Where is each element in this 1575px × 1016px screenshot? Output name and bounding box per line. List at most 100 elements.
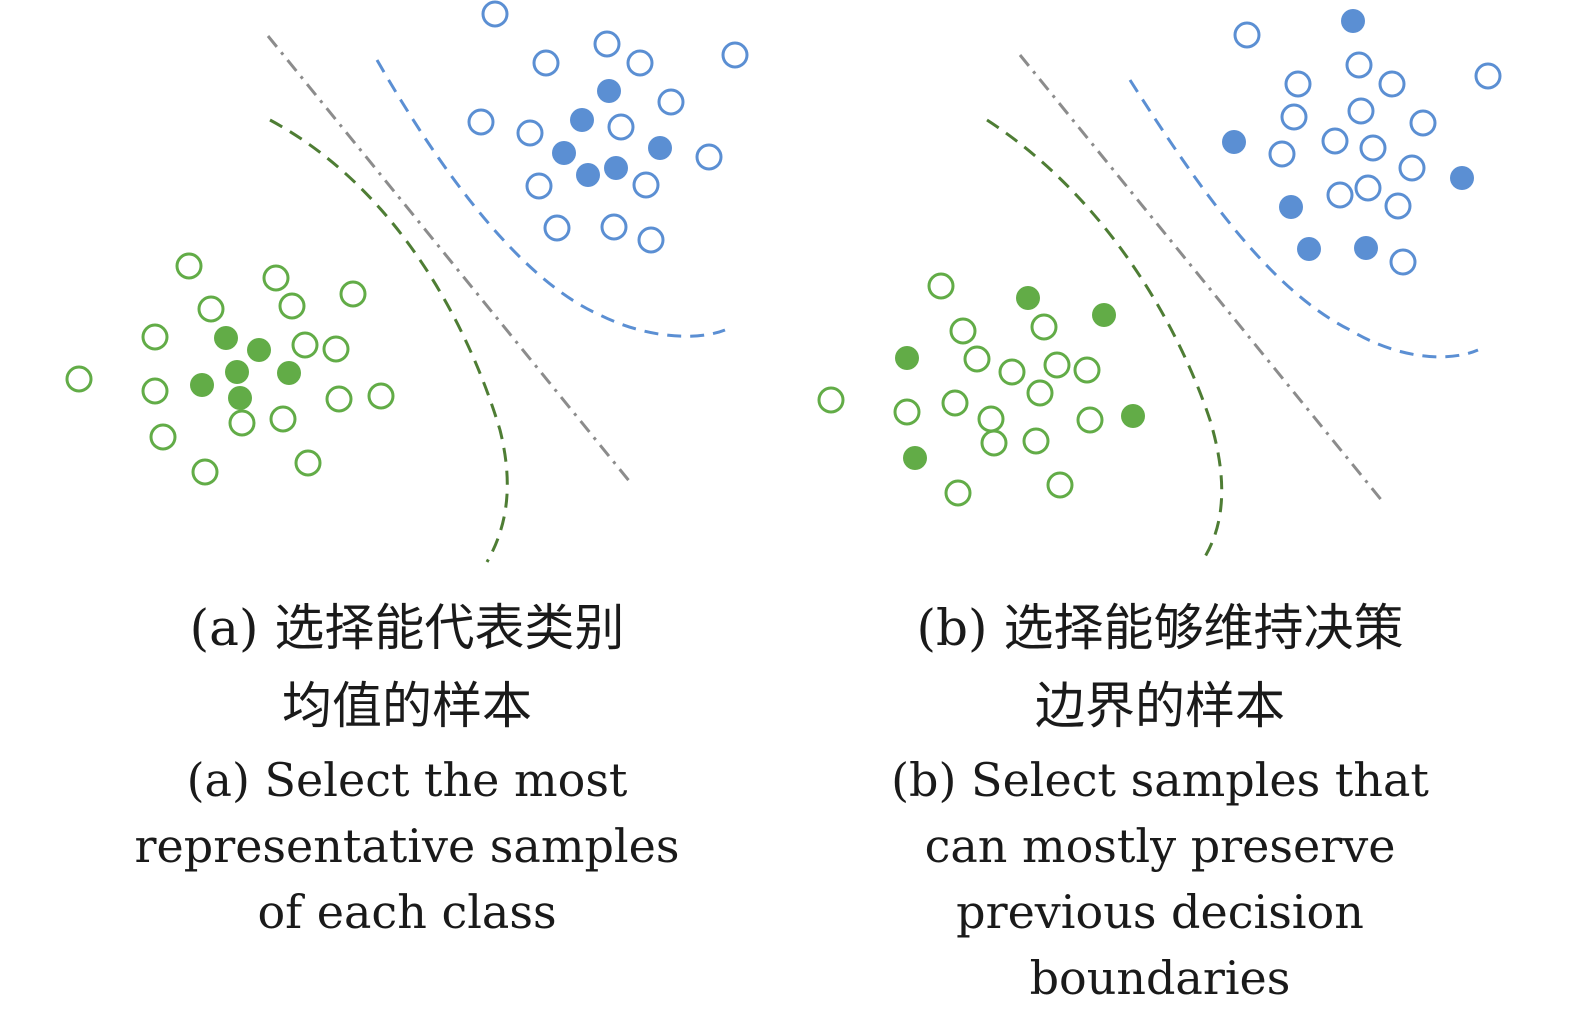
blue-selected-sample [604,156,628,180]
panel-b-blue-selected [1222,9,1474,261]
green-sample [977,405,1005,433]
panel-a-blue-selected [552,79,672,187]
panel-a-caption: (a) 选择能代表类别 均值的样本 (a) Select the most re… [135,599,680,939]
panel-b-blue-samples [1233,21,1502,276]
green-sample [893,398,921,426]
blue-sample [632,171,660,199]
blue-selected-sample [1222,130,1246,154]
panel-b-green-selected [895,286,1145,470]
blue-sample [1326,181,1354,209]
green-sample [65,365,93,393]
blue-sample [1280,103,1308,131]
green-selected-sample [277,361,301,385]
green-selected-sample [228,386,252,410]
green-selected-sample [1092,303,1116,327]
green-sample [941,389,969,417]
blue-sample [593,30,621,58]
green-sample [294,449,322,477]
blue-sample [1384,192,1412,220]
blue-sample [695,143,723,171]
blue-sample [1321,127,1349,155]
blue-sample [1284,70,1312,98]
blue-selected-sample [1341,9,1365,33]
green-sample [1076,406,1104,434]
panel-a-caption-cn-line-2: 均值的样本 [282,677,532,735]
green-sample [291,331,319,359]
panel-b: (b) 选择能够维持决策 边界的样本 (b) Select samples th… [817,9,1502,1005]
green-sample [191,458,219,486]
blue-sample [721,41,749,69]
green-sample [949,317,977,345]
panel-b-caption-en-line-2: can mostly preserve [925,819,1396,873]
panel-a-caption-en-line-2: representative samples [135,819,680,873]
blue-selected-sample [1354,236,1378,260]
green-sample [1026,379,1054,407]
blue-sample [532,49,560,77]
panel-b-scatter [817,9,1502,561]
panel-a: (a) 选择能代表类别 均值的样本 (a) Select the most re… [65,0,749,939]
green-selected-sample [1121,404,1145,428]
panel-a-blue-boundary [375,59,726,338]
panel-a-caption-en-line-3: of each class [257,885,556,939]
green-sample [817,386,845,414]
blue-sample [657,88,685,116]
panel-b-gray-boundary [1018,54,1385,503]
green-sample [262,264,290,292]
green-sample [278,292,306,320]
blue-sample [1268,140,1296,168]
panel-a-blue-samples [467,0,749,254]
green-sample [175,252,203,280]
blue-sample [525,172,553,200]
green-sample [339,280,367,308]
panel-b-green-samples [817,272,1104,507]
blue-selected-sample [1450,166,1474,190]
green-selected-sample [895,346,919,370]
blue-sample [626,49,654,77]
green-sample [325,385,353,413]
green-selected-sample [214,326,238,350]
green-sample [1022,427,1050,455]
green-sample [1043,351,1071,379]
panel-b-caption-cn-line-2: 边界的样本 [1035,677,1285,735]
blue-sample [543,214,571,242]
blue-sample [1359,134,1387,162]
blue-sample [607,113,635,141]
blue-sample [1409,109,1437,137]
blue-sample [1354,174,1382,202]
blue-sample [1474,62,1502,90]
blue-selected-sample [576,163,600,187]
green-sample [228,409,256,437]
green-selected-sample [190,373,214,397]
panel-b-caption-cn-line-1: (b) 选择能够维持决策 [917,599,1404,657]
blue-sample [1233,21,1261,49]
green-sample [963,345,991,373]
blue-selected-sample [570,108,594,132]
blue-sample [467,108,495,136]
blue-sample [481,0,509,28]
green-sample [197,295,225,323]
panel-a-caption-cn-line-1: (a) 选择能代表类别 [190,599,625,657]
green-sample [1073,356,1101,384]
green-selected-sample [903,446,927,470]
green-selected-sample [225,360,249,384]
blue-selected-sample [552,141,576,165]
green-sample [269,405,297,433]
green-selected-sample [247,338,271,362]
panel-b-caption-en-line-4: boundaries [1030,951,1291,1005]
panel-b-caption: (b) 选择能够维持决策 边界的样本 (b) Select samples th… [891,599,1429,1005]
panel-b-caption-en-line-3: previous decision [956,885,1364,939]
blue-sample [516,119,544,147]
blue-sample [600,213,628,241]
green-sample [1046,471,1074,499]
blue-sample [1345,51,1373,79]
blue-sample [1347,97,1375,125]
blue-sample [637,226,665,254]
green-sample [149,423,177,451]
green-sample [944,479,972,507]
green-selected-sample [1016,286,1040,310]
blue-selected-sample [597,79,621,103]
panel-b-blue-boundary [1128,79,1479,359]
panel-a-scatter [65,0,749,563]
blue-sample [1389,248,1417,276]
